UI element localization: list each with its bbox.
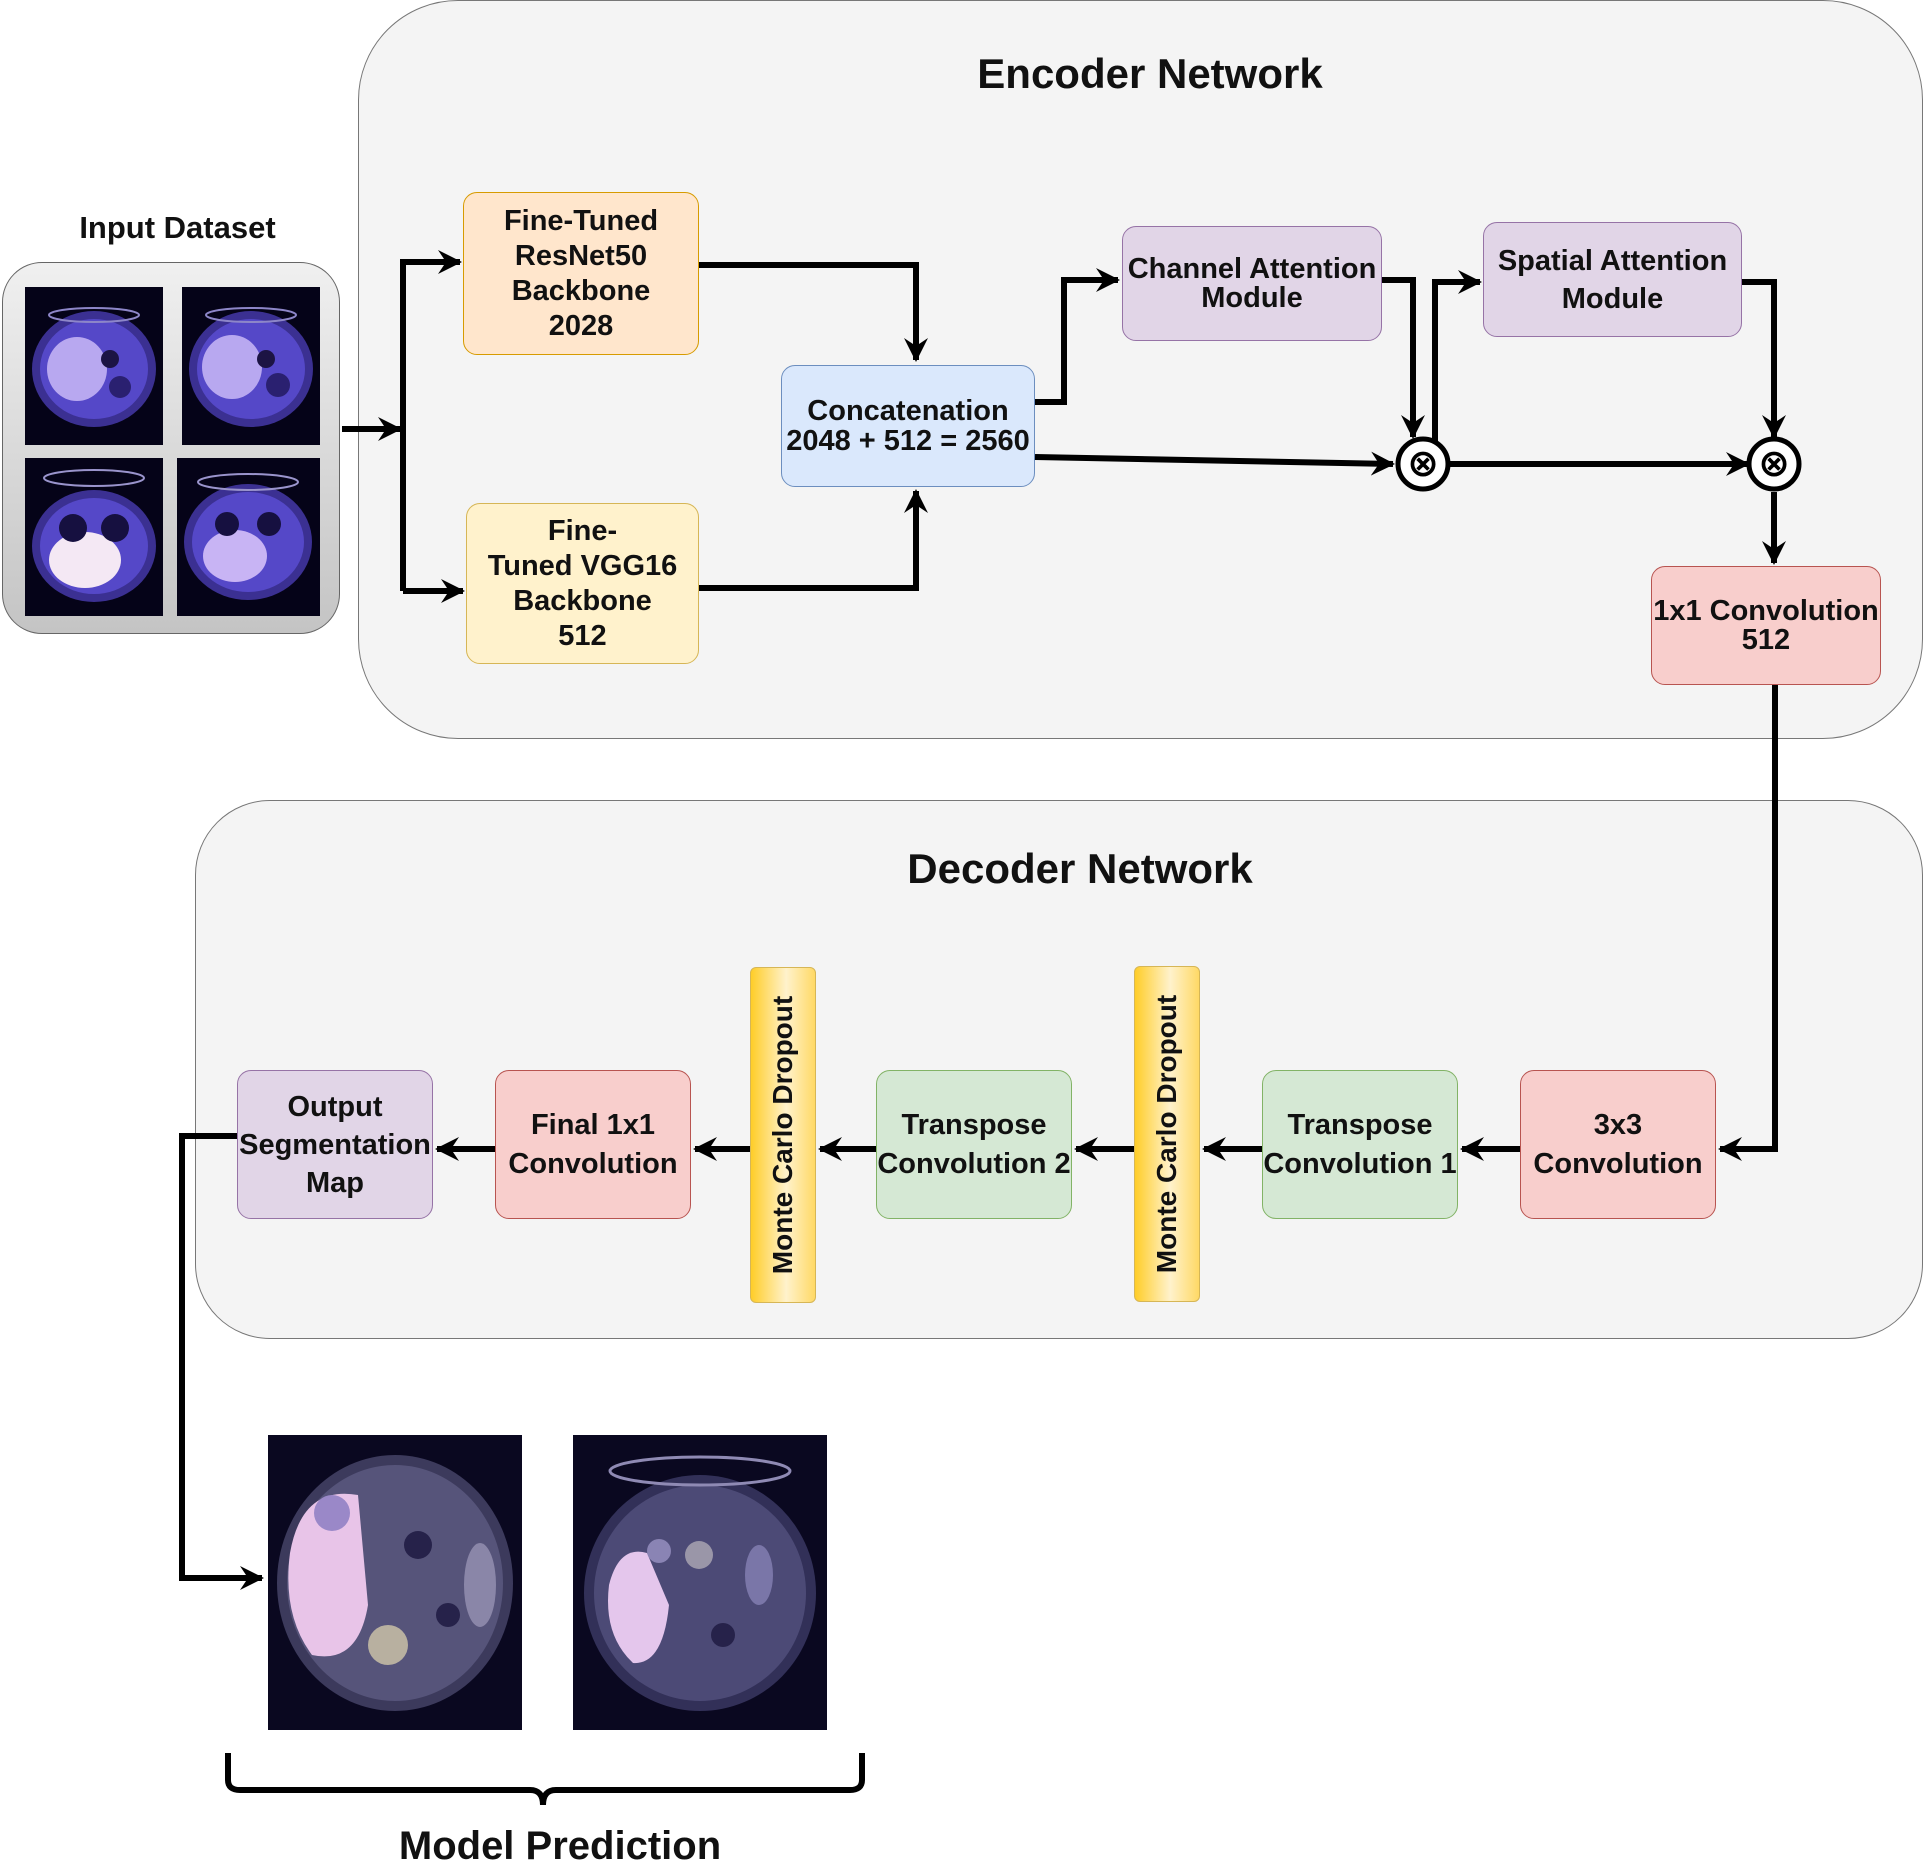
decoder-title: Decoder Network: [907, 845, 1253, 892]
input-ct-image-4: [177, 458, 320, 616]
multiply-node-2: [1746, 436, 1802, 492]
transpose-conv2-box: Transpose Convolution 2: [876, 1070, 1072, 1219]
model-prediction-label: Model Prediction: [398, 1824, 722, 1868]
conv1x1-512-box: 1x1 Convolution 512: [1651, 566, 1881, 685]
vgg16-backbone-box: Fine- Tuned VGG16 Backbone 512: [466, 503, 699, 664]
input-ct-image-1: [25, 287, 163, 445]
input-dataset-title: Input Dataset: [79, 210, 276, 245]
multiply-node-1: [1395, 436, 1451, 492]
prediction-brace: [225, 1753, 865, 1806]
monte-carlo-dropout-2: Monte Carlo Dropout: [750, 967, 816, 1303]
encoder-title: Encoder Network: [977, 50, 1323, 97]
output-segmentation-map-box: Output Segmentation Map: [237, 1070, 433, 1219]
decoder-panel: [195, 800, 1923, 1339]
prediction-ct-image-2: [573, 1435, 827, 1730]
multiply-symbol-2: ⊗: [1758, 441, 1790, 485]
channel-attention-box: Channel Attention Module: [1122, 226, 1382, 341]
transpose-conv1-box: Transpose Convolution 1: [1262, 1070, 1458, 1219]
conv3x3-box: 3x3 Convolution: [1520, 1070, 1716, 1219]
prediction-ct-image-1: [268, 1435, 522, 1730]
resnet50-backbone-box: Fine-Tuned ResNet50 Backbone 2028: [463, 192, 699, 355]
input-ct-image-3: [25, 458, 163, 616]
final-conv1x1-box: Final 1x1 Convolution: [495, 1070, 691, 1219]
input-ct-image-2: [182, 287, 320, 445]
multiply-symbol-1: ⊗: [1407, 441, 1439, 485]
spatial-attention-box: Spatial Attention Module: [1483, 222, 1742, 337]
monte-carlo-dropout-1: Monte Carlo Dropout: [1134, 966, 1200, 1302]
concatenation-box: Concatenation 2048 + 512 = 2560: [781, 365, 1035, 487]
